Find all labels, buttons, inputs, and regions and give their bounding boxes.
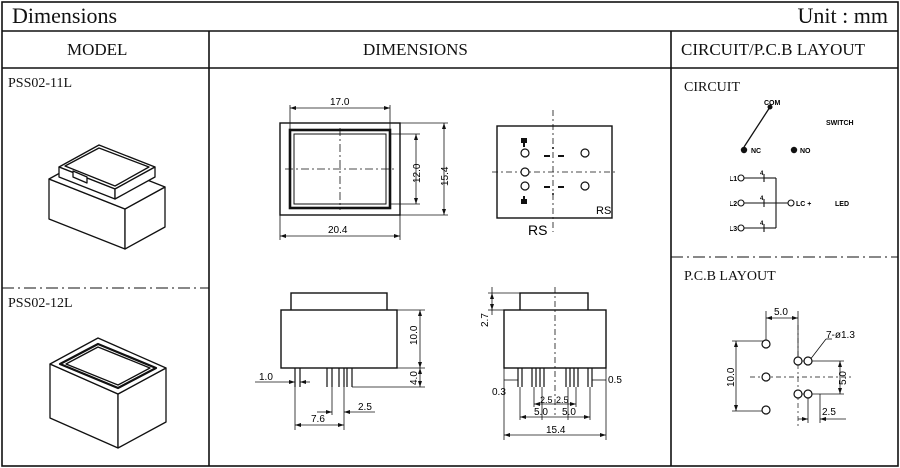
column-header-circuit: CIRCUIT/P.C.B LAYOUT xyxy=(681,40,866,59)
circuit-switch: SWITCH xyxy=(826,120,854,127)
column-header-model: MODEL xyxy=(67,40,128,59)
rs-view-drawing: RS RS xyxy=(492,110,617,238)
dim-pin-width: 1.0 xyxy=(259,372,273,383)
product-illustration-2 xyxy=(49,337,167,449)
dim-pitch-a: 2.5 xyxy=(540,395,553,405)
pcb-layout-drawing: 5.0 7-ø1.3 10.0 5.0 2.5 xyxy=(726,307,855,427)
circuit-schematic: COM SWITCH NC NO L1 L2 L3 LC + LED 4 4 4 xyxy=(730,100,854,233)
front-view-drawing: 2.7 0.3 0.5 2.5 2.5 5.0 5.0 15.4 xyxy=(480,287,622,440)
circuit-nc: NC xyxy=(751,148,761,155)
pcb-dim-top: 5.0 xyxy=(774,307,788,318)
top-view-drawing: 17.0 12.0 15.4 20.4 xyxy=(279,97,451,240)
model-name-1: PSS02-11L xyxy=(8,76,73,91)
dim-pitch-d: 5.0 xyxy=(562,407,576,418)
pcb-holes: 7-ø1.3 xyxy=(826,330,855,341)
model-name-2: PSS02-12L xyxy=(8,296,73,311)
dim-left-offset: 0.3 xyxy=(492,387,506,398)
rs-label-below: RS xyxy=(528,222,547,238)
pcb-title: P.C.B LAYOUT xyxy=(684,269,776,284)
circuit-title: CIRCUIT xyxy=(684,80,740,95)
pcb-dim-bottom: 2.5 xyxy=(822,407,836,418)
circuit-l1: L1 xyxy=(730,176,737,183)
pcb-dim-left: 10.0 xyxy=(726,367,737,387)
circuit-n2: 4 xyxy=(760,196,764,202)
dim-height-outer: 15.4 xyxy=(440,166,451,186)
dim-step: 2.7 xyxy=(480,313,491,327)
dim-pitch-b: 2.5 xyxy=(556,395,569,405)
product-illustration-1 xyxy=(48,144,166,250)
circuit-com: COM xyxy=(764,100,781,107)
dim-body-height: 10.0 xyxy=(409,325,420,345)
dim-total: 15.4 xyxy=(546,425,566,436)
dim-width-top: 17.0 xyxy=(330,97,350,108)
circuit-l3: L3 xyxy=(730,226,737,233)
circuit-n1: 4 xyxy=(760,171,764,177)
column-header-dimensions: DIMENSIONS xyxy=(363,40,468,59)
dim-width-bottom: 20.4 xyxy=(328,225,348,236)
circuit-lc: LC + xyxy=(796,201,811,208)
dim-pin-length: 4.0 xyxy=(409,371,420,385)
dim-pin-gap: 2.5 xyxy=(358,402,372,413)
circuit-led: LED xyxy=(835,201,849,208)
dim-pin-span: 7.6 xyxy=(311,414,325,425)
circuit-l2: L2 xyxy=(730,201,737,208)
rs-label-inside: RS xyxy=(596,205,611,217)
pcb-dim-right: 5.0 xyxy=(838,371,849,385)
page-title: Dimensions xyxy=(12,3,118,28)
dim-height-inner: 12.0 xyxy=(412,163,423,183)
unit-label: Unit : mm xyxy=(797,3,888,28)
circuit-n3: 4 xyxy=(760,221,764,227)
circuit-no: NO xyxy=(800,148,811,155)
dim-pitch-c: 5.0 xyxy=(534,407,548,418)
side-view-drawing: 10.0 4.0 1.0 2.5 7.6 xyxy=(255,292,425,430)
dim-right-offset: 0.5 xyxy=(608,375,622,386)
